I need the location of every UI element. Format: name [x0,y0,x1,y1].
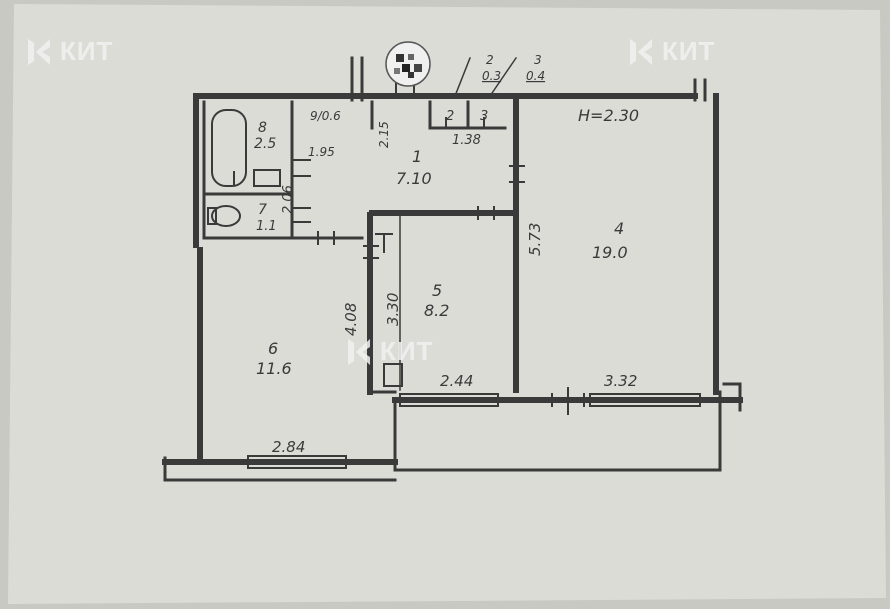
dim-2-06: 2.06 [281,185,296,214]
dim-3-32: 3.32 [604,372,637,390]
kit-logo-icon [348,338,370,365]
watermark-text: КИТ [662,36,716,66]
kit-logo-icon [630,38,652,65]
kit-logo-icon [28,38,50,65]
room-1-area: 7.10 [396,169,432,188]
watermark-center: КИТ [344,336,433,367]
room-8-area: 2.5 [254,136,276,152]
room-9-label: 9/0.6 [310,109,341,123]
room-7-area: 1.1 [256,219,277,234]
dim-2-84: 2.84 [272,438,305,456]
watermark-top-left: КИТ [24,36,113,67]
room-7-number: 7 [258,202,267,218]
watermark-text: КИТ [380,336,434,366]
dim-5-73: 5.73 [526,223,544,256]
room-6-number: 6 [268,339,278,358]
room-4-number: 4 [614,219,624,238]
dim-3-30: 3.30 [384,293,402,326]
height-label: H=2.30 [578,106,639,125]
toilet-outline [211,205,241,227]
room-2-area: 0.3 [482,69,501,83]
room-1-number: 1 [412,147,422,166]
room-3-number: 3 [534,53,542,67]
dim-2-15: 2.15 [377,121,391,148]
room-3-area: 0.4 [526,69,545,83]
room-2-number: 2 [486,53,494,67]
dim-1-95: 1.95 [308,145,335,159]
walls [162,56,743,482]
room-4-area: 19.0 [592,243,628,262]
watermark-text: КИТ [60,36,114,66]
room-3-mark: 3 [480,109,488,124]
dim-1-38: 1.38 [452,133,481,148]
redacted-mark [385,41,431,87]
bathtub-outline [211,109,247,187]
room-5-number: 5 [432,281,442,300]
dim-2-44: 2.44 [440,372,473,390]
paper-sheet [8,4,886,604]
room-2-mark: 2 [446,109,454,124]
room-5-area: 8.2 [424,301,449,320]
room-6-area: 11.6 [256,359,292,378]
dim-4-08: 4.08 [342,303,360,336]
room-8-number: 8 [258,120,267,136]
watermark-top-right: КИТ [626,36,715,67]
